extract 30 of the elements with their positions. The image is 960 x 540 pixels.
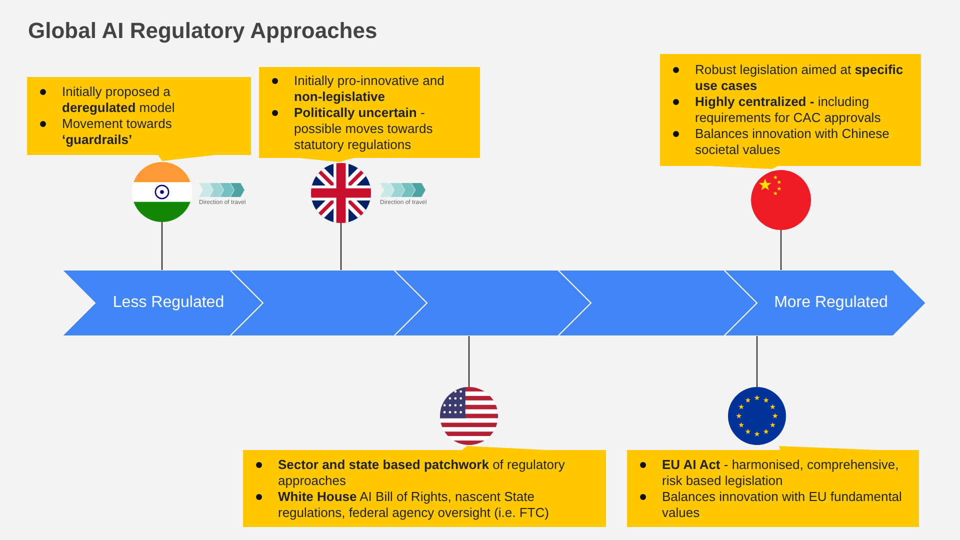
bullet-text: Movement towards ‘guardrails’ <box>30 116 241 148</box>
bullet-text: Initially proposed a deregulated model <box>30 84 241 116</box>
bullet-text: EU AI Act - harmonised, comprehensive, risk based legislation <box>630 456 909 488</box>
scale-label: More Regulated <box>774 293 888 313</box>
callout-box <box>259 67 480 162</box>
indian-flag-icon <box>132 162 192 222</box>
connector-line <box>756 336 758 387</box>
bullet-text: Highly centralized - including requirements for CAC approvals <box>663 94 911 126</box>
bullet-text: Sector and state based patchwork of regulatory approaches <box>246 456 596 488</box>
callout-box <box>660 54 921 169</box>
scale-label: Less Regulated <box>112 293 224 313</box>
connector-line <box>468 336 470 387</box>
bullet-text: White House AI Bill of Rights, nascent State regulations, federal agency oversight (i.e. FTC) <box>246 488 596 520</box>
chevron-segment <box>230 270 427 336</box>
chevron-segment <box>558 270 757 336</box>
bullet-text: Balances innovation with Chinese societal values <box>663 126 911 158</box>
bullet-text: Balances innovation with EU fundamental values <box>630 488 909 520</box>
chevron-segment <box>394 270 591 336</box>
callout-box <box>243 446 606 527</box>
connector-line <box>340 223 342 270</box>
bullet-text: Initially pro-innovative and non-legislative <box>262 72 470 104</box>
connector-line <box>780 230 782 270</box>
callout-box <box>27 77 251 161</box>
chevron-segment <box>62 270 263 336</box>
chevron-segment <box>724 270 926 336</box>
page-title: Global AI Regulatory Approaches <box>28 18 378 44</box>
us-flag-icon <box>440 387 498 445</box>
bullet-text: Politically uncertain - possible moves towards statutory regulations <box>262 104 470 152</box>
connector-line <box>161 222 163 270</box>
callout-box <box>627 446 919 527</box>
